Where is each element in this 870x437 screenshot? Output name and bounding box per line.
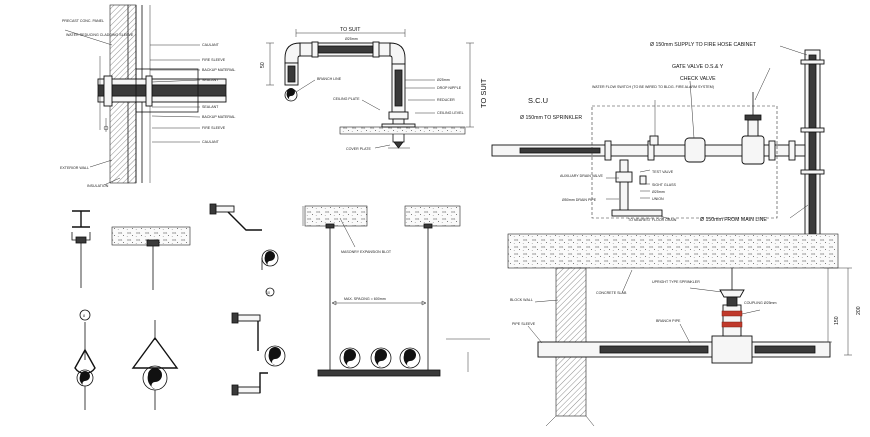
drain-pipe-label: Ø50mm DRAIN PIPE xyxy=(562,198,597,202)
dim-150: 150 xyxy=(834,316,840,325)
fire-sleeve-label-1: FIRE SLEEVE xyxy=(202,58,226,62)
to-suit-side: TO SUIT xyxy=(479,78,488,108)
backup-label-2: BACKUP MATERIAL xyxy=(202,115,235,119)
scu-label: S.C.U xyxy=(528,96,548,105)
backup-label-1: BACKUP MATERIAL xyxy=(202,68,235,72)
hanger-details: 8 xyxy=(71,210,191,410)
wall-bracket-details: 10 xyxy=(209,203,286,396)
branch-pipe-label: BRANCH PIPE xyxy=(656,319,681,323)
sight-glass-label: SIGHT GLASS xyxy=(652,183,677,187)
dia-top: Ø25mm xyxy=(345,37,358,41)
max-spacing-label: MAX. SPACING = 600mm xyxy=(344,297,386,301)
sprinkler-slab-detail: 150 200 BLOCK WALL CONCRETE SLAB UPRIGHT… xyxy=(507,233,862,427)
aux-drain-label: AUXILIARY DRAIN VALVE xyxy=(560,174,603,178)
water-reducing-label: WATER REDUCING CLADDING SLEEVE xyxy=(66,33,134,37)
dia-right-label: Ø25mm xyxy=(437,78,450,82)
elbow-drop-detail: TO SUIT Ø25mm 50 TO SUIT xyxy=(260,27,488,151)
concrete-slab-label: CONCRETE SLAB xyxy=(596,291,627,295)
dim-50: 50 xyxy=(260,62,266,68)
sealant-label-1: SEALANT xyxy=(202,78,219,82)
union-label: UNION xyxy=(652,197,664,201)
dim-200: 200 xyxy=(856,306,862,315)
fire-sleeve-label-2: FIRE SLEEVE xyxy=(202,126,226,130)
upright-label: UPRIGHT TYPE SPRINKLER xyxy=(652,280,700,284)
ceiling-level-label: CEILING LEVEL xyxy=(437,111,464,115)
block-wall-label: BLOCK WALL xyxy=(510,298,533,302)
riser-valve-detail: Ø 150mm SUPPLY TO FIRE HOSE CABINET GATE… xyxy=(491,42,825,241)
insulation-label: INSULATION xyxy=(87,184,109,188)
to-suit-top: TO SUIT xyxy=(340,27,361,33)
wall-penetration-detail: PRECAST CONC. PANEL WATER REDUCING CLADD… xyxy=(60,4,235,188)
from-main-label: Ø 150mm FROM MAIN LINE xyxy=(700,217,767,223)
callout-8: 8 xyxy=(83,314,85,318)
caulant-label-1: CAULANT xyxy=(202,43,220,47)
reducer-label: REDUCER xyxy=(437,98,455,102)
masonry-label: MASONRY EXPANSION BLOT xyxy=(341,250,392,254)
precast-label: PRECAST CONC. PANEL xyxy=(62,19,104,23)
branch-line-label: BRANCH LINE xyxy=(317,77,342,81)
check-valve-label: CHECK VALVE xyxy=(680,76,716,82)
callout-10: 10 xyxy=(266,291,270,295)
trapeze-hanger-detail: MASONRY EXPANSION BLOT MAX. SPACING = 60… xyxy=(302,205,490,377)
ceiling-plate-label: CEILING PLATE xyxy=(333,97,360,101)
dia-25-label: Ø25mm xyxy=(652,190,665,194)
drop-nipple-label: DROP NIPPLE xyxy=(437,86,462,90)
supply-label: Ø 150mm SUPPLY TO FIRE HOSE CABINET xyxy=(650,42,757,48)
caulant-label-2: CAULANT xyxy=(202,140,220,144)
exterior-wall-label: EXTERIOR WALL xyxy=(60,166,89,170)
pipe-sleeve-label: PIPE SLEEVE xyxy=(512,322,536,326)
floor-drain-label: TO NEAREST FLOOR DRAIN xyxy=(628,218,677,222)
sealant-label-2: SEALANT xyxy=(202,105,219,109)
flow-switch-label: WATER FLOW SWITCH (TO BE WIRED TO BLDG. … xyxy=(592,85,714,89)
test-valve-label: TEST VALVE xyxy=(652,170,674,174)
gate-valve-label: GATE VALVE O.S.& Y xyxy=(672,64,724,70)
coupling-label: COUPLING Ø25mm xyxy=(744,301,777,305)
to-sprinkler-label: Ø 150mm TO SPRINKLER xyxy=(520,115,582,121)
cover-plate-label: COVER PLATE xyxy=(346,147,371,151)
